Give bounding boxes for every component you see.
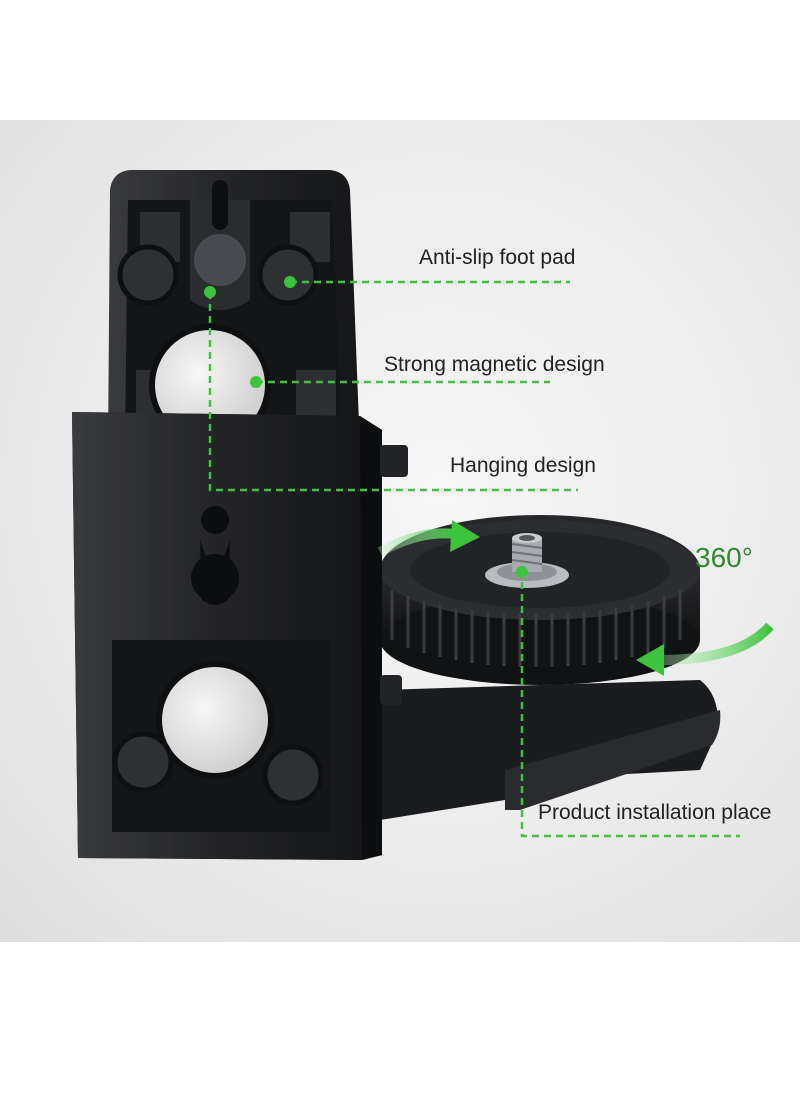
callout-hanging-design: Hanging design bbox=[450, 454, 596, 477]
rotation-arrows bbox=[377, 520, 774, 676]
upper-plate bbox=[108, 170, 360, 450]
callout-dots bbox=[204, 276, 528, 578]
bracket-illustration bbox=[72, 170, 774, 860]
product-photo: Anti-slip foot pad Strong magnetic desig… bbox=[0, 120, 800, 942]
lower-plate bbox=[72, 412, 408, 860]
callout-strong-magnetic-design: Strong magnetic design bbox=[384, 353, 605, 376]
callout-leaders bbox=[208, 280, 740, 838]
callout-anti-slip-foot-pad: Anti-slip foot pad bbox=[419, 246, 576, 269]
rotating-base bbox=[380, 515, 721, 820]
callout-product-installation-place: Product installation place bbox=[538, 801, 772, 824]
rotation-degree-label: 360° bbox=[695, 542, 753, 573]
